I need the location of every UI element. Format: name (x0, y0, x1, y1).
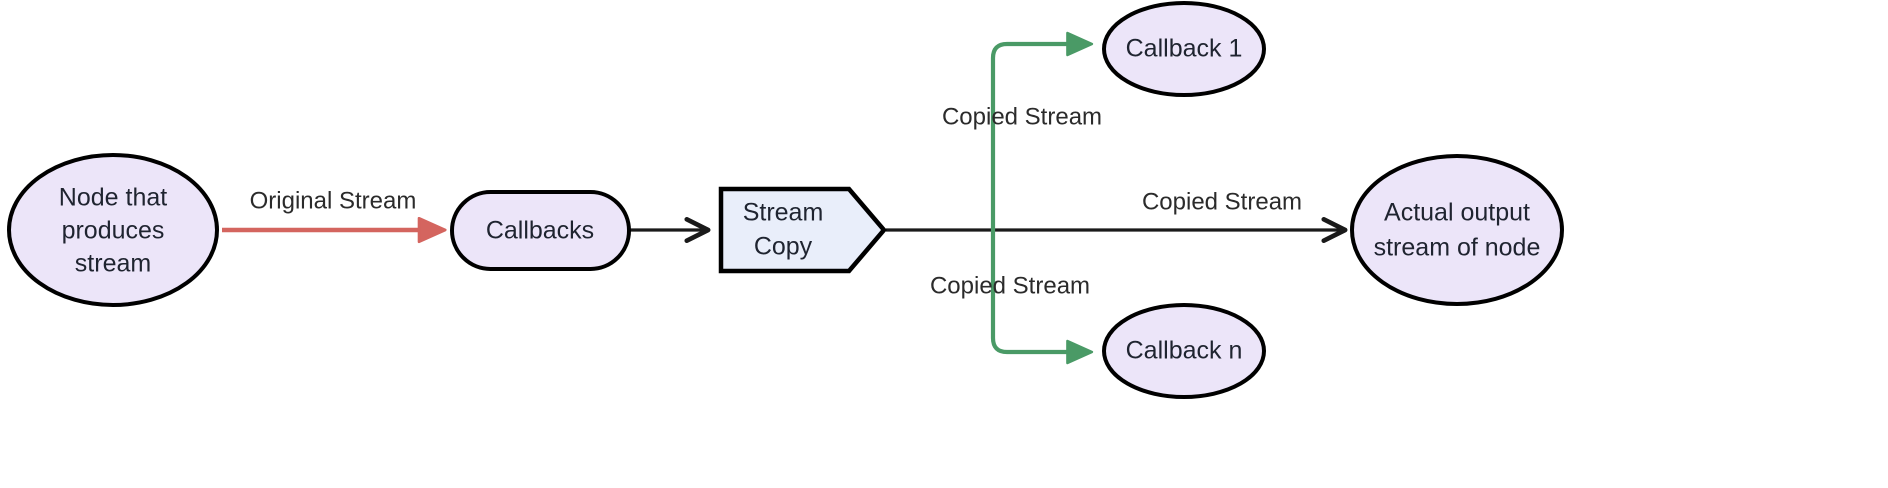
node-callbacks-shape[interactable] (450, 190, 631, 271)
node-producer-shape[interactable] (7, 153, 219, 307)
edge-copied-stream-callbackn (990, 230, 1094, 365)
edge-label-copied-stream-callback1-text: Copied Stream (942, 103, 1102, 130)
node-stream-copy-label-line-2: Copy (754, 233, 813, 261)
node-producer[interactable]: Node that produces stream (7, 153, 219, 307)
node-callbacks[interactable]: Callbacks (450, 190, 631, 271)
node-output-label-line-1: Actual output (1384, 199, 1530, 227)
edge-label-original-stream-bg (243, 185, 423, 217)
node-producer-label-line-3: stream (75, 250, 151, 278)
edge-label-copied-stream-callback1: Copied Stream (942, 103, 1102, 130)
edge-label-copied-stream-output-text: Copied Stream (1142, 188, 1302, 215)
node-producer-label-line-1: Node that (59, 184, 167, 212)
node-callback-n-shape[interactable] (1102, 303, 1266, 399)
node-callback-1-label: Callback 1 (1126, 35, 1243, 63)
node-stream-copy-label-line-1: Stream (743, 199, 824, 227)
node-output-label-line-2: stream of node (1374, 234, 1541, 262)
edge-label-original-stream: Original Stream (243, 185, 423, 217)
node-callback-n[interactable]: Callback n (1102, 303, 1266, 399)
node-callbacks-label: Callbacks (486, 217, 594, 245)
node-output[interactable]: Actual output stream of node (1350, 154, 1564, 306)
edge-label-copied-stream-callbackn-text: Copied Stream (930, 272, 1090, 299)
node-callback-1[interactable]: Callback 1 (1102, 1, 1266, 97)
node-stream-copy-shape[interactable] (718, 186, 887, 274)
edge-copied-stream-callbackn-path (990, 230, 1094, 365)
edge-label-copied-stream-output: Copied Stream (1140, 186, 1320, 218)
edge-copied-stream-callback1-path (990, 31, 1094, 230)
edge-label-copied-stream-output-bg (1140, 186, 1320, 218)
node-callback-n-label: Callback n (1126, 337, 1243, 365)
edge-label-original-stream-text: Original Stream (250, 187, 417, 214)
edge-copied-stream-callback1 (990, 31, 1094, 230)
edge-label-copied-stream-callbackn: Copied Stream (930, 272, 1090, 299)
node-callback-1-shape[interactable] (1102, 1, 1266, 97)
node-producer-label-line-2: produces (62, 217, 165, 245)
node-stream-copy[interactable]: Stream Copy (718, 186, 887, 274)
node-output-shape[interactable] (1350, 154, 1564, 306)
